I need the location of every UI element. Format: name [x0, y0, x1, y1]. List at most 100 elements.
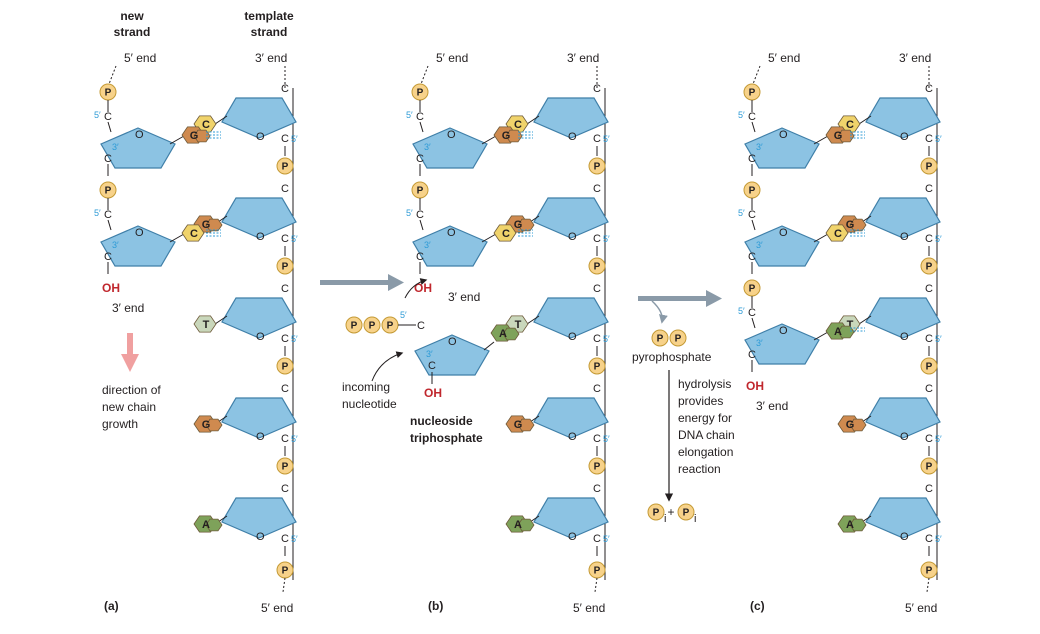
- phosphate-label: P: [594, 362, 601, 373]
- base-G: G: [493, 126, 523, 144]
- ring-oxygen: O: [256, 131, 265, 143]
- template-nucleotide: C3′OC5′C: [837, 83, 942, 156]
- three-prime-carbon: C: [281, 83, 289, 95]
- pyrophosphate-p1: P: [651, 329, 669, 347]
- template-sugar: [533, 97, 609, 139]
- five-prime-label: 5′: [935, 434, 942, 444]
- three-prime-label: 3′: [756, 338, 763, 348]
- phosphate-label: P: [594, 566, 601, 577]
- template-five-end: 5′ end: [905, 601, 937, 615]
- glycosidic-bond: [813, 233, 829, 243]
- base-ring: [502, 327, 520, 341]
- template-sugar: [865, 497, 941, 539]
- five-prime-label: 5′: [935, 534, 942, 544]
- phosphate-label: P: [282, 462, 289, 473]
- c5-bond: [419, 219, 424, 231]
- c5-bond: [751, 317, 756, 329]
- five-prime-carbon: C: [593, 233, 601, 245]
- svg-text:growth: growth: [102, 417, 138, 431]
- base-letter: A: [202, 519, 210, 531]
- phosphate-label: P: [282, 262, 289, 273]
- three-prime-label: 3′: [112, 142, 119, 152]
- base-C: C: [181, 224, 205, 242]
- three-prime-label: 3′: [424, 240, 431, 250]
- incoming-nucleotide-label: incoming nucleotide: [342, 380, 397, 411]
- pyrophosphate-label: pyrophosphate: [632, 350, 712, 364]
- new-strand-sugar: [744, 225, 820, 267]
- ring-oxygen: O: [900, 531, 909, 543]
- phosphate-label: P: [683, 508, 690, 519]
- template-nucleotide: C3′OC5′G: [505, 383, 610, 456]
- template-nucleotide: C3′OC5′A: [193, 483, 298, 556]
- phosphate-label: P: [387, 321, 394, 332]
- template-nucleotide: C3′OC5′A: [837, 483, 942, 556]
- five-prime-label: 5′: [406, 208, 413, 218]
- three-prime-carbon: C: [428, 360, 436, 372]
- glycosidic-bond: [214, 315, 228, 325]
- five-prime-carbon: C: [925, 433, 933, 445]
- base-hexagon: [825, 224, 849, 242]
- base-hexagon: [493, 224, 517, 242]
- template-sugar: [533, 197, 609, 239]
- svg-text:template: template: [244, 9, 294, 23]
- five-prime-label: 5′: [603, 534, 610, 544]
- phosphate-label: P: [594, 462, 601, 473]
- ring-oxygen: O: [568, 431, 577, 443]
- phosphate-circle: [276, 457, 294, 475]
- new-strand-nucleotide: PC5′O3′CC: [94, 181, 205, 274]
- template-nucleotide: C3′OC5′G: [837, 383, 942, 456]
- new-strand-nucleotide: PC5′O3′CA: [738, 279, 855, 372]
- three-prime-label: 3′: [426, 349, 433, 359]
- panel-c-tag: (c): [750, 599, 765, 613]
- base-A: A: [825, 322, 855, 340]
- template-phosphate: P: [588, 357, 606, 375]
- svg-text:new chain: new chain: [102, 400, 156, 414]
- template-five-end: 5′ end: [261, 601, 293, 615]
- five-prime-carbon: C: [281, 333, 289, 345]
- new-strand-nucleotide: PC5′O3′CC: [738, 181, 849, 274]
- base-ring: [849, 518, 867, 532]
- phosphate-label: P: [594, 262, 601, 273]
- glycosidic-bond: [858, 315, 872, 325]
- phosphate-label: P: [105, 88, 112, 99]
- new-strand-phosphate: P: [743, 83, 761, 101]
- new-strand-sugar: [412, 225, 488, 267]
- glycosidic-bond: [526, 115, 540, 125]
- ring-oxygen: O: [900, 331, 909, 343]
- phosphate-label: P: [417, 88, 424, 99]
- phosphate-label: P: [657, 334, 664, 345]
- template-nucleotide: C3′OC5′A: [505, 483, 610, 556]
- base-ring: [205, 418, 223, 432]
- phosphate-circle: [647, 503, 665, 521]
- ring-oxygen: O: [256, 331, 265, 343]
- five-prime-label: 5′: [603, 434, 610, 444]
- phosphate-circle: [588, 157, 606, 175]
- five-prime-carbon: C: [416, 111, 424, 123]
- three-prime-carbon: C: [593, 183, 601, 195]
- ring-oxygen: O: [900, 131, 909, 143]
- five-prime-label: 5′: [935, 134, 942, 144]
- five-prime-carbon: C: [593, 333, 601, 345]
- base-letter: C: [190, 228, 198, 240]
- strand-end-dash: [420, 65, 429, 85]
- new-strand-three-end: 3′ end: [112, 301, 144, 315]
- strand-end-dash: [282, 577, 286, 593]
- five-prime-label: 5′: [291, 434, 298, 444]
- phosphate-circle: [677, 503, 695, 521]
- new-strand-phosphate: P: [411, 181, 429, 199]
- phosphate-label: P: [926, 462, 933, 473]
- phosphate-circle: [651, 329, 669, 347]
- triphosphate-p1: P: [345, 316, 363, 334]
- phosphate-circle: [276, 157, 294, 175]
- ring-oxygen: O: [447, 227, 456, 239]
- glycosidic-bond: [813, 135, 829, 145]
- base-letter: C: [846, 119, 854, 131]
- panel-b-tag: (b): [428, 599, 443, 613]
- template-phosphate: P: [920, 157, 938, 175]
- new-strand-nucleotide: PC5′O3′CC: [406, 181, 517, 274]
- three-prime-hydroxyl: OH: [102, 281, 120, 295]
- three-prime-carbon: C: [281, 183, 289, 195]
- five-prime-carbon: C: [281, 233, 289, 245]
- base-letter: G: [202, 219, 211, 231]
